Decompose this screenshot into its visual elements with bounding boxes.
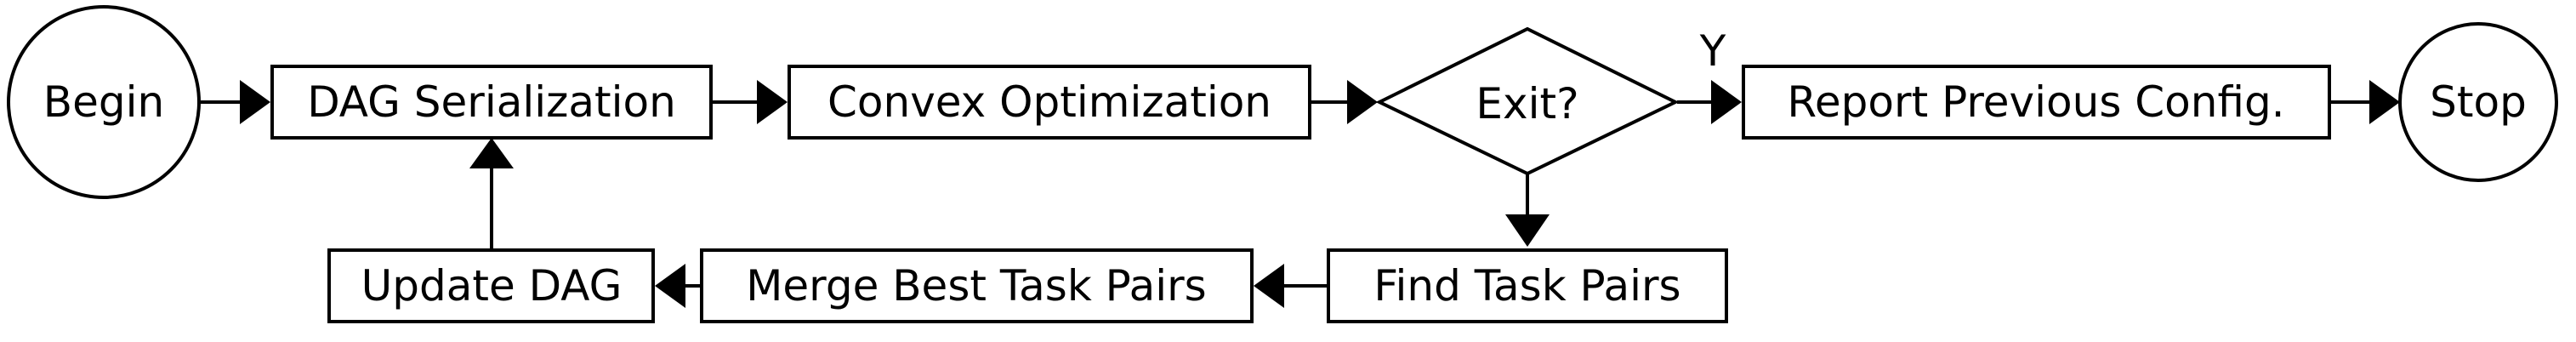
update-dag-label: Update DAG (361, 261, 623, 311)
stop-label: Stop (2430, 77, 2527, 127)
merge-best-task-pairs-box (700, 248, 1254, 323)
convex-optimization-label: Convex Optimization (827, 77, 1271, 127)
arrowhead-dag-serialization (240, 80, 270, 124)
dag-serialization-node: DAG Serialization (270, 65, 713, 140)
exit-decision-diamond (1375, 26, 1680, 176)
convex-optimization-node: Convex Optimization (788, 65, 1311, 140)
begin-label: Begin (43, 77, 164, 127)
find-task-pairs-box (1327, 248, 1728, 323)
update-dag-node: Update DAG (327, 248, 655, 323)
stop-node: Stop (2398, 22, 2558, 182)
exit-yes-label: Y (1699, 26, 1726, 76)
arrowhead-convex-optimization (757, 80, 788, 124)
report-previous-config-node: Report Previous Config. (1742, 65, 2331, 140)
arrowhead-stop (2369, 80, 2400, 124)
find-task-pairs-node: Find Task Pairs (1327, 248, 1728, 323)
arrowhead-exit-decision (1347, 80, 1378, 124)
update-dag-box (327, 248, 655, 323)
find-task-pairs-label: Find Task Pairs (1373, 261, 1680, 311)
dag-serialization-box (270, 65, 713, 140)
arrowhead-merge-best-task-pairs (1254, 264, 1284, 308)
merge-best-task-pairs-node: Merge Best Task Pairs (700, 248, 1254, 323)
exit-decision-label: Exit? (1476, 79, 1578, 128)
arrowhead-dag-serialization-feedback (469, 138, 514, 168)
convex-optimization-box (788, 65, 1311, 140)
merge-best-task-pairs-label: Merge Best Task Pairs (746, 261, 1206, 311)
stop-circle (2398, 22, 2558, 182)
exit-decision-node: Exit? (1375, 26, 1680, 176)
arrowhead-report-previous-config (1711, 80, 1742, 124)
arrowhead-find-task-pairs (1505, 214, 1550, 247)
begin-circle (7, 5, 201, 199)
begin-node: Begin (7, 5, 201, 199)
report-previous-config-box (1742, 65, 2331, 140)
arrowhead-update-dag (655, 264, 685, 308)
dag-serialization-label: DAG Serialization (307, 77, 676, 127)
report-previous-config-label: Report Previous Config. (1787, 77, 2284, 127)
